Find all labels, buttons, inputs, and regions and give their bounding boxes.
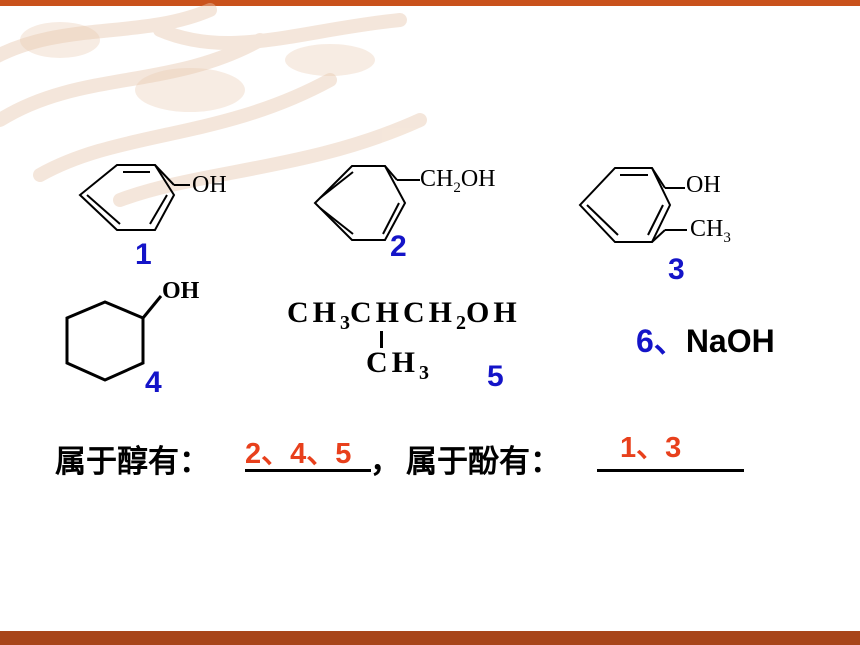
compound-4-number: 4 — [145, 366, 162, 399]
compound-1-number: 1 — [135, 238, 152, 271]
compound-3-ch3: CH3 — [690, 216, 731, 246]
compound-6-naoh: 6、NaOH — [636, 316, 775, 362]
phenol-answer: 1、3 — [620, 432, 682, 464]
compound-2-ch2oh: CH2OH — [420, 166, 496, 196]
benzene-ring-2 — [313, 165, 420, 241]
compound-5-bond — [380, 331, 383, 348]
compound-4-oh: OH — [162, 278, 200, 304]
alcohol-question-label: 属于醇有： — [55, 444, 210, 479]
background-decoration — [0, 3, 427, 207]
compound-5-branch: CH3 — [366, 346, 429, 384]
question-separator: ， — [370, 444, 401, 479]
compound-5-main-chain: CH3CHCH2OH — [287, 296, 521, 334]
benzene-ring-3 — [578, 167, 687, 243]
benzene-ring-1 — [78, 164, 190, 231]
compound-3-number: 3 — [668, 253, 685, 286]
bottom-accent-bar — [0, 631, 860, 645]
compound-6-label: 6、NaOH — [636, 323, 775, 359]
compound-5-number: 5 — [487, 360, 504, 393]
compound-3-oh: OH — [686, 172, 721, 198]
compound-2-number: 2 — [390, 230, 407, 263]
alcohol-answer: 2、4、5 — [245, 438, 352, 470]
alcohol-answer-blank — [245, 469, 371, 472]
phenol-question-label: 属于酚有： — [406, 444, 561, 479]
cyclohexane-ring-4 — [65, 295, 163, 382]
compound-1-oh: OH — [192, 172, 227, 198]
phenol-answer-blank — [597, 469, 744, 472]
top-accent-bar — [0, 0, 860, 6]
